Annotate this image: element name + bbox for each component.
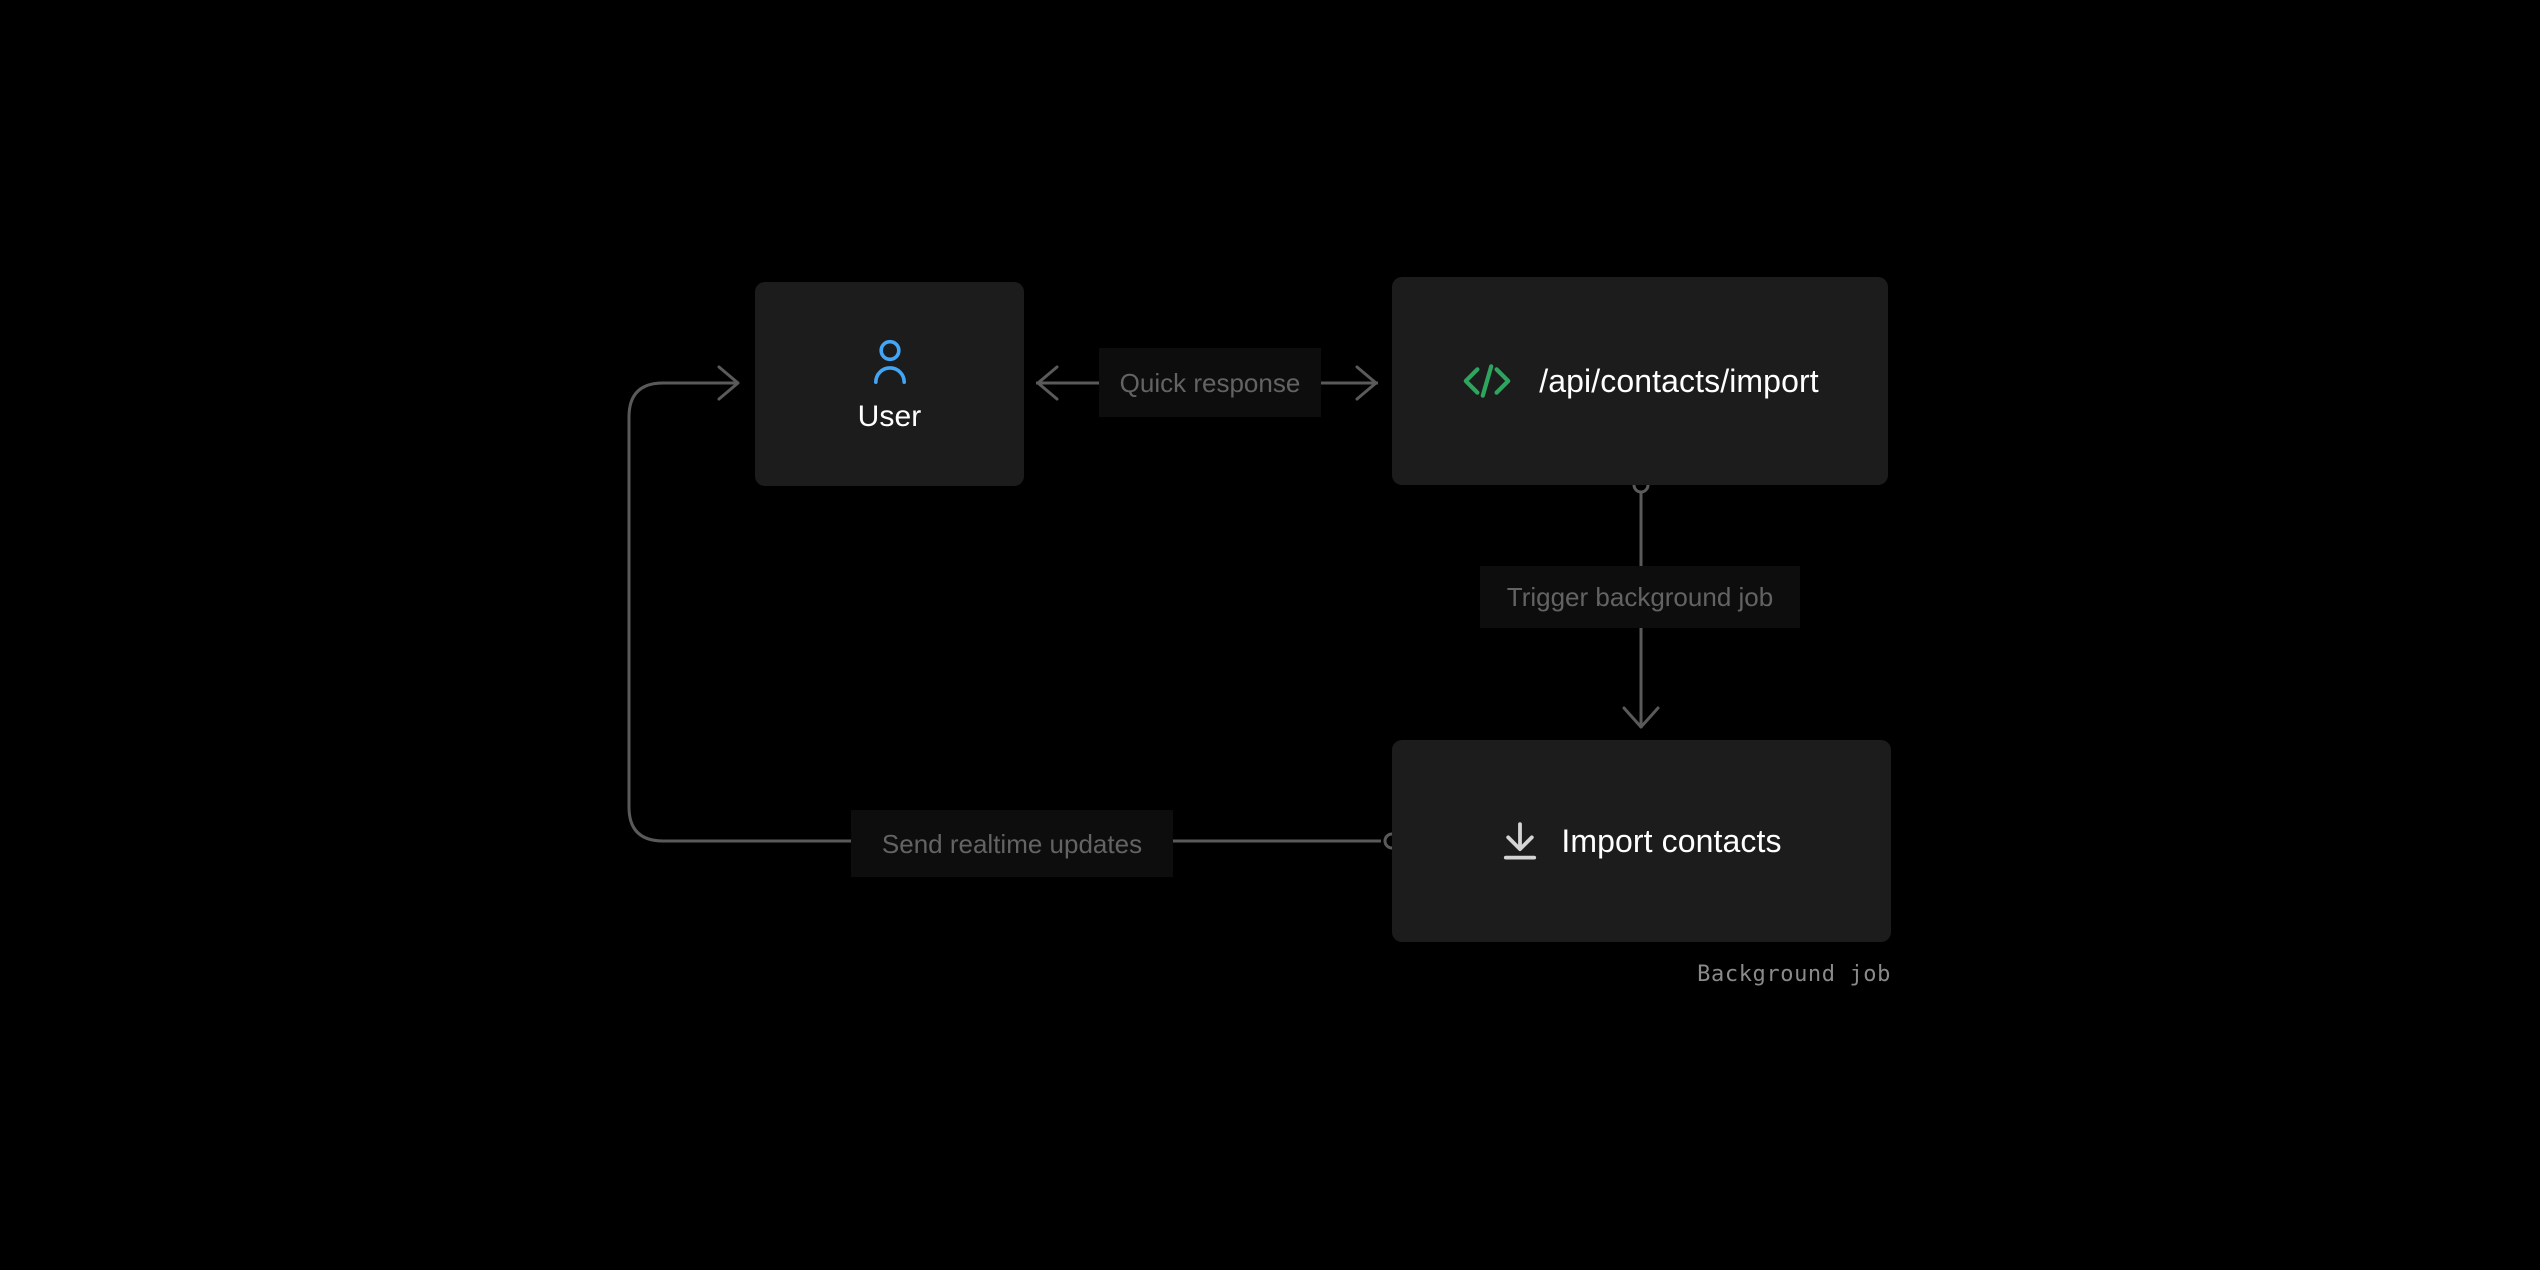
arrowhead-to-api <box>1355 365 1378 401</box>
download-icon <box>1501 821 1539 861</box>
node-label-user: User <box>857 400 922 433</box>
arrowhead-loop-to-user <box>717 365 740 401</box>
node-caption-background-job: Background job <box>1697 962 1891 987</box>
node-label-import-contacts: Import contacts <box>1561 823 1782 859</box>
node-label-api-endpoint: /api/contacts/import <box>1539 363 1819 399</box>
user-icon <box>867 336 913 388</box>
edge-label-send-realtime-updates: Send realtime updates <box>851 810 1173 877</box>
arrowhead-to-job <box>1622 706 1660 729</box>
node-user[interactable]: User <box>755 282 1024 486</box>
node-import-contacts[interactable]: Import contacts <box>1392 740 1891 942</box>
code-icon <box>1461 361 1513 401</box>
arrowhead-to-user <box>1036 365 1059 401</box>
edge-label-quick-response: Quick response <box>1099 348 1321 417</box>
edge-label-trigger-background-job: Trigger background job <box>1480 566 1800 628</box>
node-api-endpoint[interactable]: /api/contacts/import <box>1392 277 1888 485</box>
